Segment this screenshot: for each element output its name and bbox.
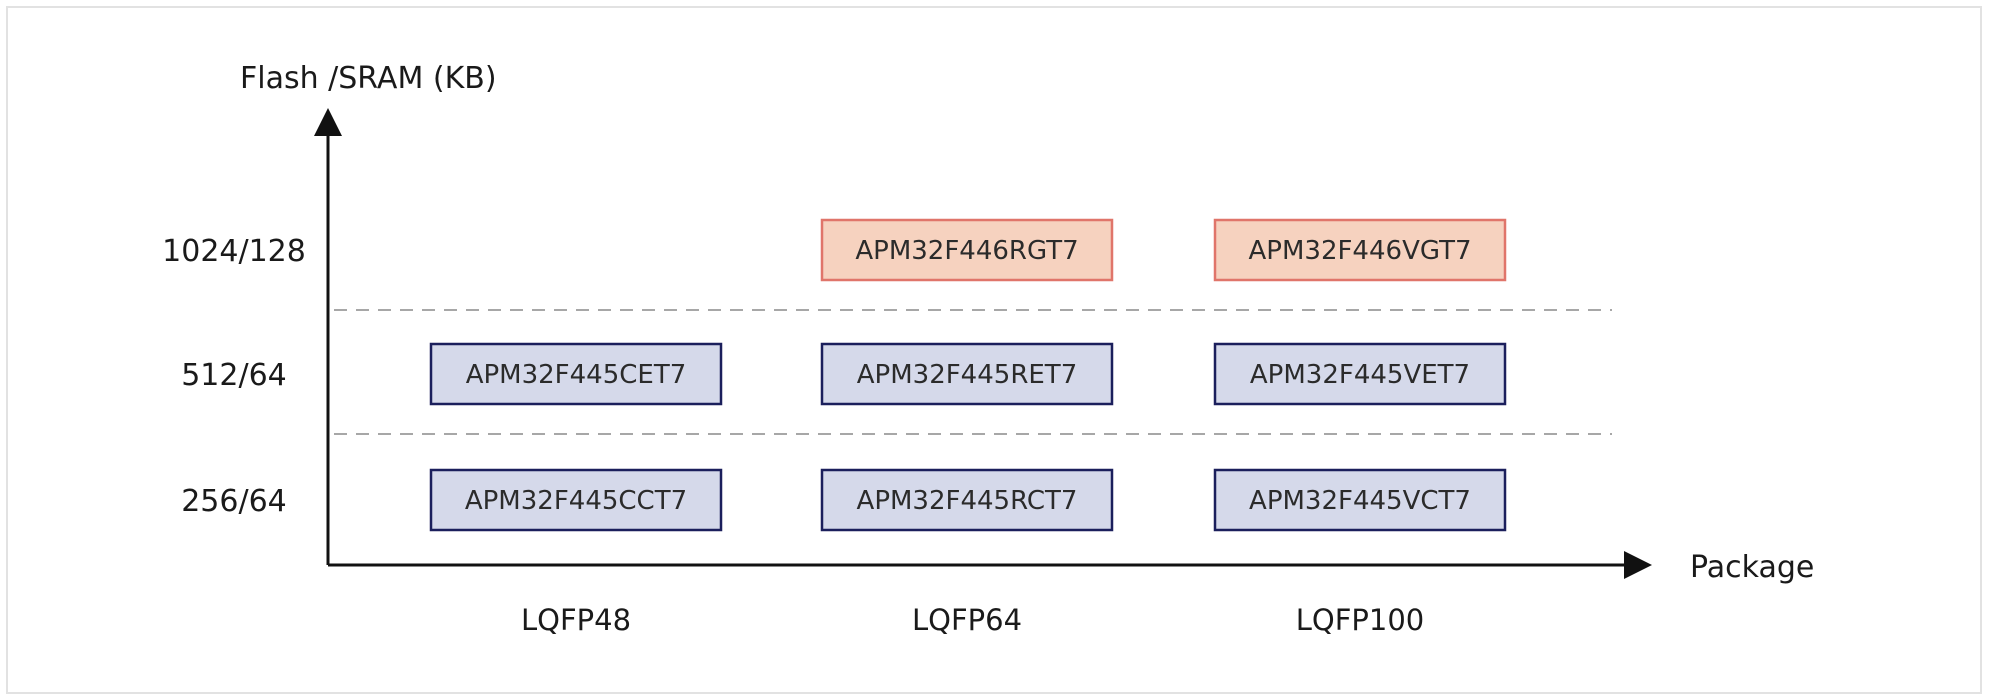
- chip-box: APM32F445CCT7: [429, 468, 723, 532]
- row-label: 512/64: [181, 358, 287, 393]
- chip-box-rect: [820, 342, 1114, 406]
- chip-box-rect: [820, 468, 1114, 532]
- chip-box-rect: [429, 468, 723, 532]
- chip-box-rect: [1213, 218, 1507, 282]
- chip-label: APM32F445CCT7: [465, 486, 687, 516]
- chip-label: APM32F445CET7: [466, 360, 687, 390]
- y-axis-title: Flash /SRAM (KB): [240, 61, 497, 96]
- row-label: 256/64: [181, 484, 287, 519]
- row-label: 1024/128: [162, 234, 306, 269]
- chip-box-rect: [1213, 342, 1507, 406]
- chip-box-rect: [820, 218, 1114, 282]
- chip-label: APM32F445VCT7: [1249, 486, 1471, 516]
- chip-label: APM32F445RCT7: [857, 486, 1078, 516]
- y-axis-arrow-icon: [314, 108, 342, 136]
- column-label: LQFP100: [1296, 603, 1425, 637]
- chip-box: APM32F445RET7: [820, 342, 1114, 406]
- x-axis-arrow-icon: [1624, 551, 1652, 579]
- column-label: LQFP64: [912, 603, 1022, 637]
- chip-box: APM32F446VGT7: [1213, 218, 1507, 282]
- column-label: LQFP48: [521, 603, 631, 637]
- chip-label: APM32F445RET7: [857, 360, 1077, 390]
- chip-label: APM32F446RGT7: [855, 236, 1078, 266]
- chip-box: APM32F445RCT7: [820, 468, 1114, 532]
- x-axis-title: Package: [1690, 550, 1814, 585]
- chip-box-rect: [1213, 468, 1507, 532]
- chip-box: APM32F445VET7: [1213, 342, 1507, 406]
- chip-label: APM32F445VET7: [1250, 360, 1470, 390]
- chip-box: APM32F445VCT7: [1213, 468, 1507, 532]
- chip-box-rect: [429, 342, 723, 406]
- chip-box: APM32F445CET7: [429, 342, 723, 406]
- chip-label: APM32F446VGT7: [1249, 236, 1472, 266]
- diagram-frame: [6, 6, 1982, 694]
- chip-box: APM32F446RGT7: [820, 218, 1114, 282]
